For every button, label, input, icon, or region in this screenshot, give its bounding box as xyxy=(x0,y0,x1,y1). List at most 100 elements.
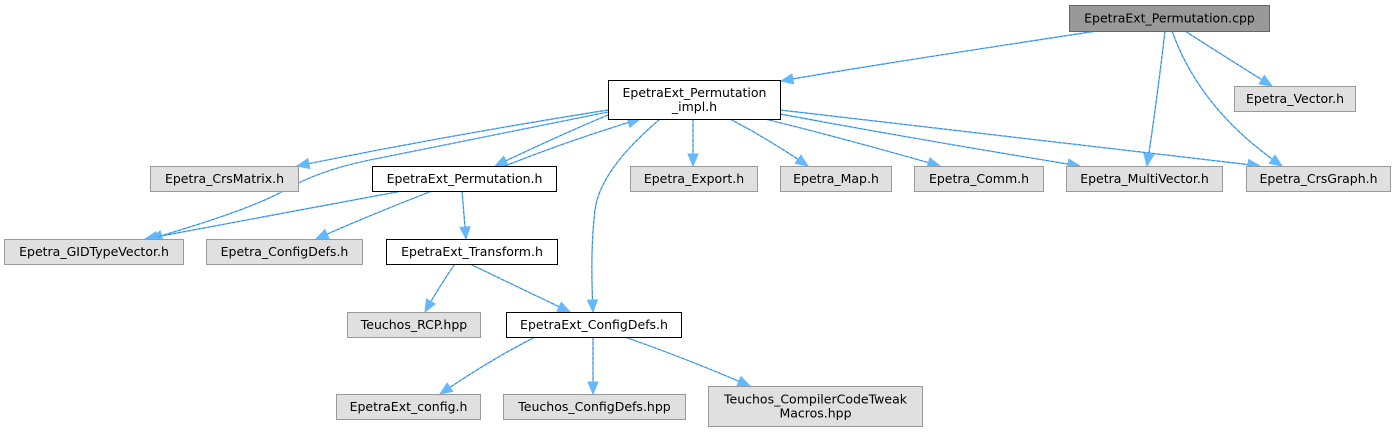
node-box xyxy=(1069,5,1270,32)
node-label: Teuchos_CompilerCodeTweak xyxy=(723,392,908,407)
edge-perm_impl-to-map xyxy=(729,118,810,167)
arrowhead-icon xyxy=(687,153,699,168)
edge-perm_cpp-to-vector xyxy=(1184,30,1274,87)
node-ext-config: EpetraExt_config.h xyxy=(336,394,481,420)
node-label: Epetra_MultiVector.h xyxy=(1080,171,1209,186)
edge-line xyxy=(591,118,661,313)
arrowhead-icon xyxy=(438,382,454,395)
edge-perm_h-to-gidtypevector xyxy=(143,190,403,243)
node-teuchos-configdefs: Teuchos_ConfigDefs.hpp xyxy=(503,394,686,420)
arrowhead-icon xyxy=(556,301,572,313)
edge-line xyxy=(315,190,433,240)
edge-perm_cpp-to-crsgraph xyxy=(1171,30,1284,167)
node-label: EpetraExt_Permutation.h xyxy=(387,171,543,186)
arrowhead-icon xyxy=(459,226,471,241)
node-label: EpetraExt_Permutation.cpp xyxy=(1084,11,1255,26)
node-perm-h[interactable]: EpetraExt_Permutation.h xyxy=(372,166,557,192)
node-box xyxy=(708,386,923,427)
node-box xyxy=(914,166,1044,192)
node-label: Epetra_Comm.h xyxy=(929,171,1029,186)
arrowhead-icon xyxy=(587,381,599,396)
edge-perm_impl-to-export xyxy=(687,118,699,168)
node-box xyxy=(780,166,892,192)
arrowhead-icon xyxy=(314,228,330,240)
edge-ext_configdefs-to-teuchos_configdefs xyxy=(587,337,599,396)
edge-transform-to-rcp xyxy=(424,263,456,314)
arrowhead-icon xyxy=(295,157,311,170)
node-crsgraph: Epetra_CrsGraph.h xyxy=(1246,166,1391,192)
edge-transform-to-ext_configdefs xyxy=(469,263,572,313)
edge-perm_impl-to-perm_h xyxy=(493,114,609,167)
edge-line-core xyxy=(624,336,751,387)
node-box xyxy=(206,239,363,265)
edge-perm_cpp-to-multivector xyxy=(1143,30,1166,168)
edge-perm_impl-to-crsmatrix xyxy=(295,109,609,170)
edge-line-core xyxy=(469,263,571,313)
edge-line-core xyxy=(494,114,609,167)
edge-line-core xyxy=(504,118,641,167)
node-comm: Epetra_Comm.h xyxy=(914,166,1044,192)
arrowhead-icon xyxy=(586,299,599,314)
nodes-layer: EpetraExt_Permutation.cppEpetraExt_Permu… xyxy=(4,5,1391,427)
node-label: Epetra_CrsGraph.h xyxy=(1259,171,1377,186)
node-label: Epetra_CrsMatrix.h xyxy=(165,171,284,186)
arrowhead-icon xyxy=(794,154,810,167)
arrowhead-icon xyxy=(1258,74,1274,87)
node-crsmatrix: Epetra_CrsMatrix.h xyxy=(150,166,299,192)
node-box xyxy=(386,239,558,265)
edge-perm_h-to-transform xyxy=(459,190,471,241)
node-label: Teuchos_ConfigDefs.hpp xyxy=(517,399,670,414)
edge-line-core xyxy=(315,190,433,240)
node-label: EpetraExt_Permutation xyxy=(623,85,767,100)
edge-line xyxy=(439,336,536,395)
edge-perm_h-to-configdefs xyxy=(314,190,433,240)
node-box xyxy=(372,166,557,192)
arrowhead-icon xyxy=(424,298,437,314)
node-label: EpetraExt_config.h xyxy=(350,399,468,414)
node-ext-configdefs[interactable]: EpetraExt_ConfigDefs.h xyxy=(506,312,682,338)
edge-ext_configdefs-to-ext_config xyxy=(438,336,536,395)
edges-layer xyxy=(143,30,1284,396)
node-box xyxy=(1246,166,1391,192)
edge-line-core xyxy=(779,113,1081,167)
node-label: Epetra_ConfigDefs.h xyxy=(221,244,349,259)
edge-perm_h-to-perm_impl xyxy=(504,117,642,167)
node-box xyxy=(336,394,481,420)
node-configdefs: Epetra_ConfigDefs.h xyxy=(206,239,363,265)
node-perm-cpp: EpetraExt_Permutation.cpp xyxy=(1069,5,1270,32)
edge-line-core xyxy=(779,109,1261,167)
arrowhead-icon xyxy=(493,155,509,167)
edge-line-core xyxy=(1146,30,1166,167)
node-label: Epetra_Vector.h xyxy=(1246,91,1344,106)
node-export: Epetra_Export.h xyxy=(630,166,758,192)
edge-line xyxy=(1171,30,1283,167)
edge-perm_cpp-to-perm_impl xyxy=(779,30,1098,85)
edge-line xyxy=(729,118,809,167)
edge-ext_configdefs-to-tweak xyxy=(624,336,752,387)
node-label: Epetra_GIDTypeVector.h xyxy=(19,244,169,259)
node-box xyxy=(347,312,481,338)
node-gidtypevector: Epetra_GIDTypeVector.h xyxy=(4,239,184,265)
node-vector: Epetra_Vector.h xyxy=(1234,86,1356,112)
edge-line-core xyxy=(144,190,403,240)
node-box xyxy=(506,312,682,338)
node-perm-impl[interactable]: EpetraExt_Permutation_impl.h xyxy=(608,80,781,120)
arrowhead-icon xyxy=(779,73,795,85)
node-label: _impl.h xyxy=(671,99,717,114)
node-label: Epetra_Export.h xyxy=(644,171,744,186)
edge-line xyxy=(296,109,609,167)
node-box xyxy=(1066,166,1223,192)
edge-line-core xyxy=(1184,30,1273,87)
edge-line xyxy=(494,114,609,167)
node-map: Epetra_Map.h xyxy=(780,166,892,192)
edge-perm_impl-to-ext_configdefs xyxy=(586,118,661,314)
edge-line-core xyxy=(764,118,941,167)
node-label: Teuchos_RCP.hpp xyxy=(360,317,468,332)
node-transform[interactable]: EpetraExt_Transform.h xyxy=(386,239,558,265)
edge-line-core xyxy=(296,109,609,167)
arrowhead-icon xyxy=(1268,154,1284,167)
edge-perm_impl-to-crsgraph xyxy=(779,109,1262,171)
node-box xyxy=(1234,86,1356,112)
